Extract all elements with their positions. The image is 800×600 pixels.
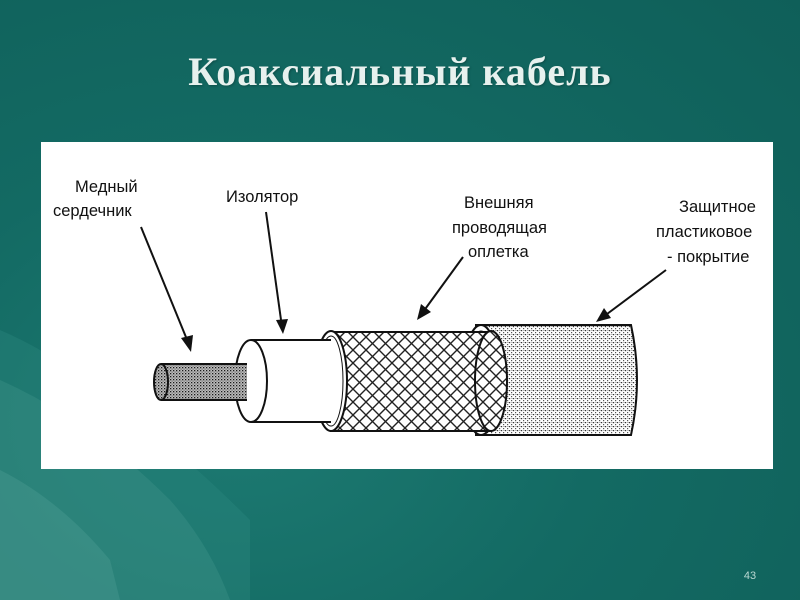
label-braid-line-1: Внешняя bbox=[464, 194, 534, 212]
label-jacket-line-1: Защитное bbox=[679, 198, 756, 216]
label-jacket: Защитное пластиковое - покрытие bbox=[656, 198, 761, 266]
label-insulator: Изолятор bbox=[226, 188, 298, 206]
braid-section bbox=[314, 330, 508, 432]
label-braid: Внешняя проводящая оплетка bbox=[452, 194, 552, 261]
label-braid-line-2: проводящая bbox=[452, 219, 547, 237]
label-jacket-line-2: пластиковое bbox=[656, 223, 752, 241]
slide-title: Коаксиальный кабель bbox=[188, 49, 612, 94]
cable-diagram: Медный сердечник Изолятор Внешняя провод… bbox=[41, 142, 773, 469]
arrow-braid bbox=[417, 256, 464, 320]
label-core-line-1: Медный bbox=[75, 178, 138, 196]
label-core-line-2: сердечник bbox=[53, 202, 132, 220]
arrow-jacket bbox=[596, 269, 667, 322]
cable-drawing: Медный сердечник Изолятор Внешняя провод… bbox=[53, 178, 761, 436]
core-section bbox=[153, 363, 247, 401]
page-number: 43 bbox=[743, 570, 757, 582]
label-core: Медный сердечник bbox=[53, 178, 142, 220]
label-braid-line-3: оплетка bbox=[468, 243, 530, 261]
label-jacket-line-3: - покрытие bbox=[667, 248, 749, 266]
insulator-section bbox=[234, 339, 331, 423]
arrow-insulator bbox=[265, 211, 288, 334]
label-insulator-line-1: Изолятор bbox=[226, 188, 298, 206]
arrow-core bbox=[140, 226, 193, 352]
